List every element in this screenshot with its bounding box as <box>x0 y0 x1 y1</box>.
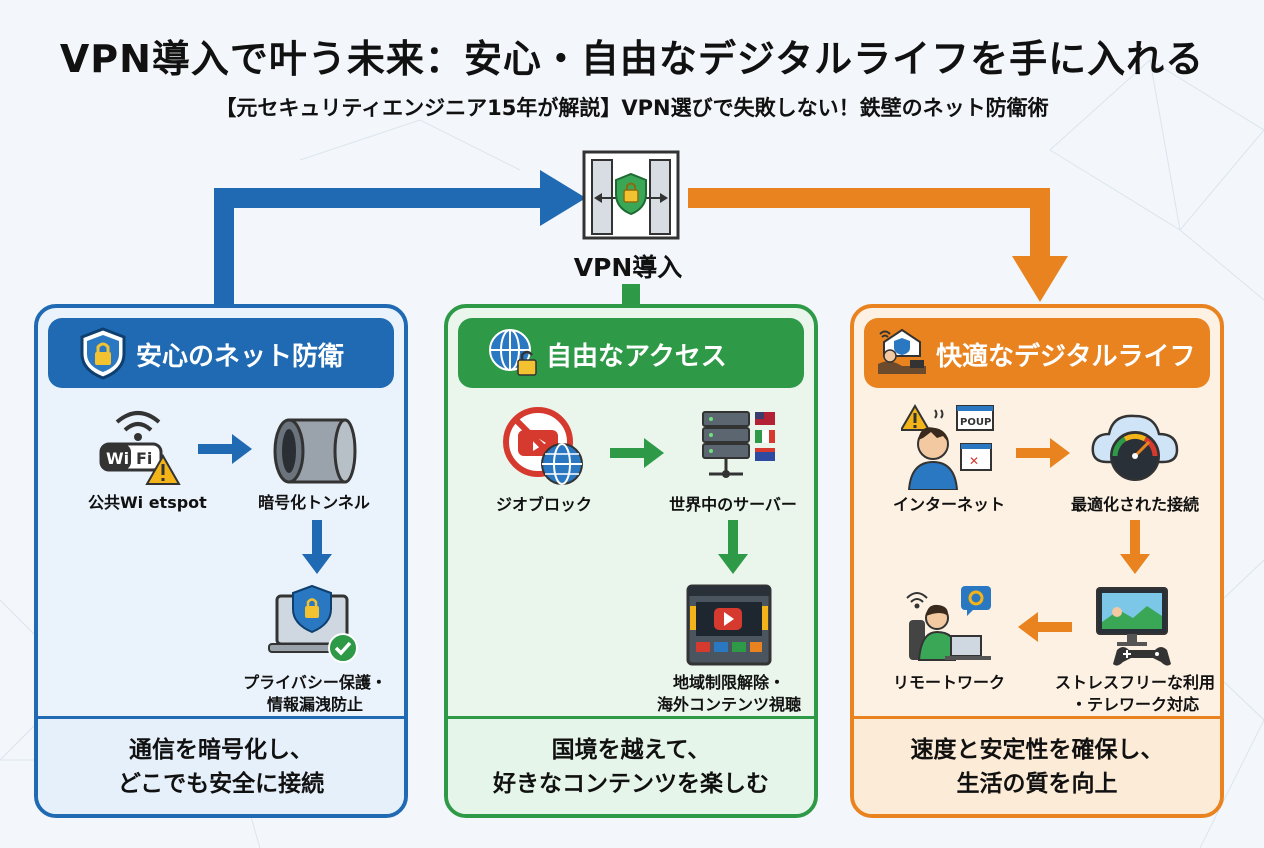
wifi-hotspot-label: 公共Wi etspot <box>88 493 207 512</box>
optimized-connection-label: 最適化された接続 <box>1070 495 1199 514</box>
encrypted-tunnel-node: 暗号化トンネル <box>254 414 374 514</box>
page-subtitle: 【元セキュリティエンジニア15年が解説】VPN選びで失敗しない！鉄壁のネット防衛… <box>215 96 1049 120</box>
stressfree-node: ストレスフリーな利用 ・テレワーク対応 <box>1050 584 1220 716</box>
green-arrow-right <box>610 438 664 468</box>
vpn-gate-icon <box>582 150 680 240</box>
wifi-hotspot-node: Wi Fi 公共Wi etspot <box>88 404 207 514</box>
popup-text: POUP <box>960 417 991 428</box>
orange-arrow-right <box>1016 438 1070 468</box>
internet-label: インターネット <box>892 495 1005 514</box>
panel-security-summary: 通信を暗号化し、 どこでも安全に接続 <box>38 716 404 814</box>
stressfree-label: ストレスフリーな利用 ・テレワーク対応 <box>1050 672 1220 716</box>
geo-unlock-label: 地域制限解除・ 海外コンテンツ視聴 <box>644 672 814 716</box>
page-title: VPN導入で叶う未来：安心・自由なデジタルライフを手に入れる <box>59 37 1205 81</box>
panel-security: 安心のネット防衛 Wi Fi 公共Wi etspot <box>34 304 408 818</box>
geo-unlock-line1: 地域制限解除・ <box>672 673 785 692</box>
remote-worker-icon <box>906 586 991 661</box>
tunnel-icon <box>273 418 357 484</box>
panel-access: 自由なアクセス ジオブロック <box>444 304 818 818</box>
svg-text:Fi: Fi <box>136 449 152 468</box>
blue-arrowhead <box>540 170 586 226</box>
optimized-connection-node: 最適化された接続 <box>1060 404 1210 516</box>
home-relax-icon <box>878 328 926 374</box>
world-servers-label: 世界中のサーバー <box>669 495 797 514</box>
panel-access-header: 自由なアクセス <box>458 318 804 388</box>
privacy-protection-label: プライバシー保護・ 情報漏洩防止 <box>230 672 400 716</box>
panel-life-header: 快適なデジタルライフ <box>864 318 1210 388</box>
geo-unlock-node: 地域制限解除・ 海外コンテンツ視聴 <box>644 582 814 716</box>
life-summary-line1: 速度と安定性を確保し、 <box>910 737 1164 763</box>
laptop-shield-check-icon <box>268 584 358 663</box>
panel-security-title: 安心のネット防衛 <box>136 342 345 372</box>
green-connector <box>622 284 640 310</box>
stressfree-line2: ・テレワーク対応 <box>1070 695 1199 714</box>
blue-flow-arrow <box>214 188 548 306</box>
shield-lock-icon <box>80 327 126 380</box>
stressfree-line1: ストレスフリーな利用 <box>1054 673 1215 692</box>
orange-flow-arrow <box>688 188 1050 262</box>
privacy-label-line1: プライバシー保護・ <box>243 673 387 692</box>
video-streaming-icon <box>686 584 772 666</box>
green-arrow-down <box>718 520 748 574</box>
globe-lock-icon <box>489 329 537 376</box>
panel-life-title: 快適なデジタルライフ <box>936 342 1196 372</box>
cloud-speedometer-icon <box>1091 414 1179 481</box>
panel-access-title: 自由なアクセス <box>546 342 727 372</box>
geoblock-icon <box>503 407 583 485</box>
privacy-label-line2: 情報漏洩防止 <box>266 695 363 714</box>
frustrated-user-popup-icon: POUP ✕ <box>901 404 994 490</box>
remote-work-label: リモートワーク <box>892 673 1005 692</box>
svg-text:Wi: Wi <box>106 449 129 468</box>
life-summary-line2: 生活の質を向上 <box>956 771 1118 797</box>
world-servers-node: 世界中のサーバー <box>658 404 808 516</box>
access-summary-line1: 国境を越えて、 <box>551 737 711 763</box>
orange-arrow-left <box>1018 612 1072 642</box>
public-wifi-warning-icon: Wi Fi <box>99 411 181 485</box>
blue-arrow-right <box>198 434 252 464</box>
vpn-center-label: VPN導入 <box>573 253 683 282</box>
internet-node: POUP ✕ インターネット <box>874 404 1024 516</box>
privacy-protection-node: プライバシー保護・ 情報漏洩防止 <box>230 582 400 716</box>
monitor-gamepad-icon <box>1096 587 1171 666</box>
security-summary-line1: 通信を暗号化し、 <box>129 737 313 763</box>
geoblock-node: ジオブロック <box>484 404 604 516</box>
orange-arrow-down <box>1120 520 1150 574</box>
server-rack-flags-icon <box>702 411 775 478</box>
security-summary-line2: どこでも安全に接続 <box>117 771 325 797</box>
orange-arrowhead <box>1012 256 1068 302</box>
encrypted-tunnel-label: 暗号化トンネル <box>258 493 370 512</box>
panel-access-summary: 国境を越えて、 好きなコンテンツを楽しむ <box>448 716 814 814</box>
geoblock-label: ジオブロック <box>495 495 592 514</box>
blue-arrow-down <box>302 520 332 574</box>
geo-unlock-line2: 海外コンテンツ視聴 <box>656 695 801 714</box>
panel-life: 快適なデジタルライフ POUP ✕ インターネット <box>850 304 1224 818</box>
panel-security-header: 安心のネット防衛 <box>48 318 394 388</box>
svg-text:✕: ✕ <box>969 454 979 468</box>
panel-life-summary: 速度と安定性を確保し、 生活の質を向上 <box>854 716 1220 814</box>
remote-work-node: リモートワーク <box>874 584 1024 694</box>
access-summary-line2: 好きなコンテンツを楽しむ <box>493 771 769 797</box>
